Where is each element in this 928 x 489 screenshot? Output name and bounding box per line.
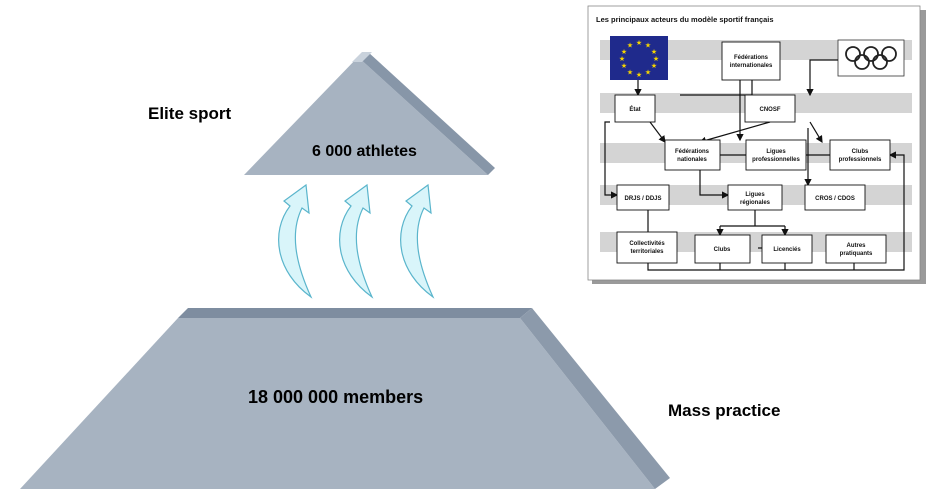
svg-text:★: ★ bbox=[645, 69, 651, 77]
eu-stars: ★★★ ★★★ ★★★ ★★★ bbox=[619, 39, 659, 79]
org-box-ligues-regionales: Ligues bbox=[745, 192, 765, 198]
org-box-ligues-professionnelles: Ligues bbox=[766, 149, 786, 155]
elite-pyramid bbox=[244, 52, 495, 175]
org-box-etat: État bbox=[629, 105, 640, 113]
elite-pyramid-side bbox=[358, 52, 495, 175]
svg-text:★: ★ bbox=[645, 42, 651, 50]
org-box-ligues-professionnelles-line2: professionnelles bbox=[752, 157, 800, 163]
mass-pyramid-front bbox=[20, 318, 655, 489]
org-box-federations-internationales-line2: internationales bbox=[730, 63, 773, 69]
olympic-rings-icon bbox=[837, 39, 905, 77]
curved-arrow-icon bbox=[400, 183, 435, 299]
svg-text:★: ★ bbox=[636, 71, 642, 79]
org-box-autres-pratiquants-line2: pratiquants bbox=[840, 251, 873, 257]
mass-pyramid bbox=[20, 308, 670, 489]
mass-pyramid-side bbox=[520, 308, 670, 489]
svg-text:★: ★ bbox=[627, 42, 633, 50]
org-box-cros-cdos: CROS / CDOS bbox=[815, 196, 855, 202]
org-chart: Les principaux acteurs du modèle sportif… bbox=[587, 5, 926, 284]
org-box-federations-nationales: Fédérations bbox=[675, 149, 710, 155]
org-box-drjs-ddjs: DRJS / DDJS bbox=[624, 196, 661, 202]
org-box-federations-internationales: Fédérations bbox=[734, 55, 769, 61]
svg-text:★: ★ bbox=[621, 48, 627, 56]
mass-pyramid-top bbox=[178, 308, 532, 318]
org-chart-title: Les principaux acteurs du modèle sportif… bbox=[596, 15, 774, 24]
svg-text:★: ★ bbox=[651, 48, 657, 56]
org-box-clubs-professionnels: Clubs bbox=[852, 149, 869, 155]
org-box-autres-pratiquants: Autres bbox=[846, 243, 866, 249]
athletes-count: 6 000 athletes bbox=[312, 143, 417, 160]
svg-text:★: ★ bbox=[651, 62, 657, 70]
svg-text:★: ★ bbox=[636, 39, 642, 47]
mass-practice-label: Mass practice bbox=[668, 401, 781, 420]
org-box-collectivites-territoriales-line2: territoriales bbox=[630, 249, 664, 255]
svg-text:★: ★ bbox=[621, 62, 627, 70]
org-box-clubs-professionnels-line2: professionnels bbox=[839, 157, 882, 163]
org-box-ligues-regionales-line2: régionales bbox=[740, 200, 771, 206]
eu-flag-icon bbox=[610, 36, 668, 80]
svg-text:★: ★ bbox=[619, 55, 625, 63]
svg-text:★: ★ bbox=[627, 69, 633, 77]
org-box-clubs: Clubs bbox=[714, 247, 731, 253]
org-box-federations-nationales-line2: nationales bbox=[677, 157, 707, 163]
org-box-cnosf: CNOSF bbox=[760, 107, 781, 113]
elite-pyramid-top bbox=[352, 52, 372, 62]
svg-text:★: ★ bbox=[653, 55, 659, 63]
org-box-collectivites-territoriales: Collectivités bbox=[629, 241, 665, 247]
curved-arrow-icon bbox=[339, 183, 374, 299]
curved-arrow-icon bbox=[278, 183, 313, 299]
elite-sport-label: Elite sport bbox=[148, 104, 232, 123]
org-box-licencies: Licenciés bbox=[773, 247, 801, 253]
growth-arrows bbox=[278, 183, 435, 299]
members-count: 18 000 000 members bbox=[248, 387, 424, 407]
elite-pyramid-front bbox=[244, 57, 488, 175]
